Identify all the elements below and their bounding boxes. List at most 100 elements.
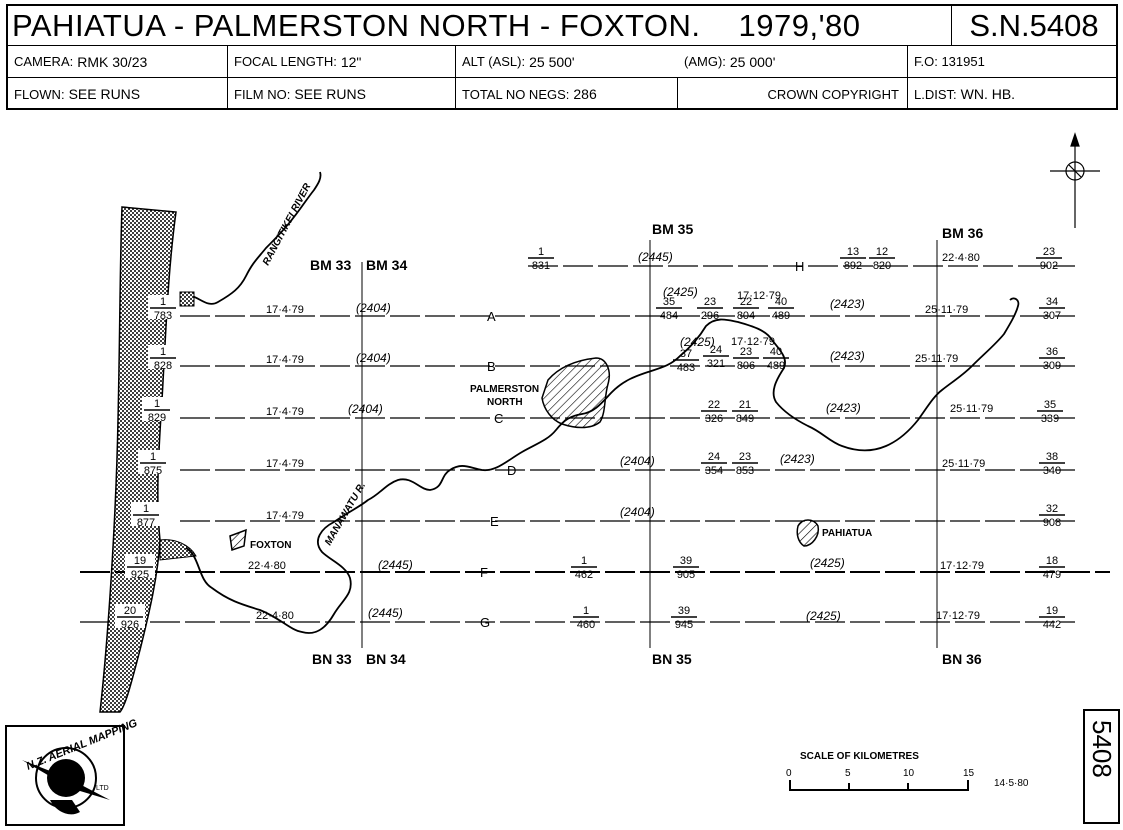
foxton-town	[229, 528, 247, 551]
scale-tick-0: 0	[786, 768, 792, 779]
alt-asl-cell: ALT (ASL):25 500'	[456, 46, 678, 78]
fraction-end: 905	[677, 569, 695, 581]
date-d2: 25·11·79	[942, 458, 985, 470]
fraction-start: 36	[1046, 346, 1058, 358]
fraction-start: 24	[710, 344, 722, 356]
date-g2: 17·12·79	[936, 610, 980, 622]
film-a1: (2404)	[356, 301, 391, 315]
logo-sub: LTD	[96, 785, 109, 792]
fraction-background	[142, 397, 172, 421]
fraction-end: 326	[705, 413, 723, 425]
l-dist-cell: L.DIST:WN. HB.	[914, 86, 1016, 102]
fraction-start: 1	[143, 503, 149, 515]
fraction-end: 829	[148, 412, 166, 424]
focal-length-cell: FOCAL LENGTH:12"	[228, 46, 456, 78]
fraction-start: 24	[708, 451, 720, 463]
sheet-number-box: S.N.5408	[952, 6, 1116, 46]
fraction-start: 18	[1046, 555, 1058, 567]
fraction-start: 1	[150, 451, 156, 463]
fraction-start: 39	[678, 605, 690, 617]
scale-tick-10: 10	[903, 768, 915, 779]
header-table: PAHIATUA - PALMERSTON NORTH - FOXTON. 19…	[6, 4, 1118, 110]
fraction-start: 40	[775, 296, 787, 308]
town-label-pahiatua: PAHIATUA	[822, 528, 872, 539]
film-b1: (2404)	[356, 351, 391, 365]
date-b1: 17·4·79	[266, 354, 304, 366]
fraction-start: 40	[770, 346, 782, 358]
run-letter-a: A	[487, 309, 496, 324]
fraction-end: 321	[707, 358, 725, 370]
fraction-end: 296	[701, 310, 719, 322]
fraction-end: 875	[144, 465, 162, 477]
run-lines	[80, 265, 1110, 623]
sheet-number-vertical: 5408	[1083, 709, 1120, 824]
manawatu-river	[185, 297, 1020, 634]
manawatu-river-label: MANAWATU R.	[323, 481, 368, 548]
bn-35-label: BN 35	[652, 651, 692, 667]
town-label-north: NORTH	[487, 397, 523, 408]
date-a3: 17·12·79	[737, 290, 781, 302]
run-letter-e: E	[490, 514, 499, 529]
palmerston-north-town	[541, 357, 610, 429]
fraction-end: 820	[873, 260, 891, 272]
fraction-start: 35	[663, 296, 675, 308]
film-c2: (2423)	[826, 401, 861, 415]
rangitikei-river	[180, 171, 322, 305]
date-f1: 22·4·80	[248, 560, 286, 572]
film-b3: (2423)	[830, 349, 865, 363]
fraction-end: 806	[737, 360, 755, 372]
date-c2: 25·11·79	[950, 403, 993, 415]
fraction-end: 926	[121, 619, 139, 631]
fraction-end: 804	[737, 310, 755, 322]
film-f2: (2425)	[810, 556, 845, 570]
bm-36-label: BM 36	[942, 225, 983, 241]
scale-title: SCALE OF KILOMETRES	[800, 751, 919, 762]
run-letter-c: C	[494, 411, 503, 426]
fraction-end: 462	[575, 569, 593, 581]
film-g2: (2425)	[806, 609, 841, 623]
date-a1: 17·4·79	[266, 304, 304, 316]
fraction-start: 38	[1046, 451, 1058, 463]
fraction-start: 21	[739, 399, 751, 411]
title-years: 1979,'80	[738, 7, 861, 43]
fraction-start: 23	[740, 346, 752, 358]
fraction-background	[125, 554, 155, 578]
fraction-end: 877	[137, 517, 155, 529]
rangitikei-river-label: RANGITIKEI RIVER	[261, 181, 314, 267]
fraction-end: 853	[736, 465, 754, 477]
bn-34-label: BN 34	[366, 651, 406, 667]
fraction-start: 32	[1046, 503, 1058, 515]
film-b2: (2425)	[680, 335, 715, 349]
fraction-start: 1	[583, 605, 589, 617]
fraction-end: 945	[675, 619, 693, 631]
fraction-end: 460	[577, 619, 595, 631]
fraction-end: 489	[767, 360, 785, 372]
town-label-foxton: FOXTON	[250, 540, 291, 551]
fraction-start: 19	[1046, 605, 1058, 617]
flown-cell: FLOWN:SEE RUNS	[8, 78, 228, 110]
fraction-end: 908	[1043, 517, 1061, 529]
fraction-start: 22	[740, 296, 752, 308]
bn-33-label: BN 33	[312, 651, 352, 667]
north-arrow	[1050, 132, 1100, 228]
town-label-palmerston: PALMERSTON	[470, 384, 539, 395]
fraction-start: 23	[704, 296, 716, 308]
scale-tick-15: 15	[963, 768, 975, 779]
fraction-end: 783	[154, 310, 172, 322]
